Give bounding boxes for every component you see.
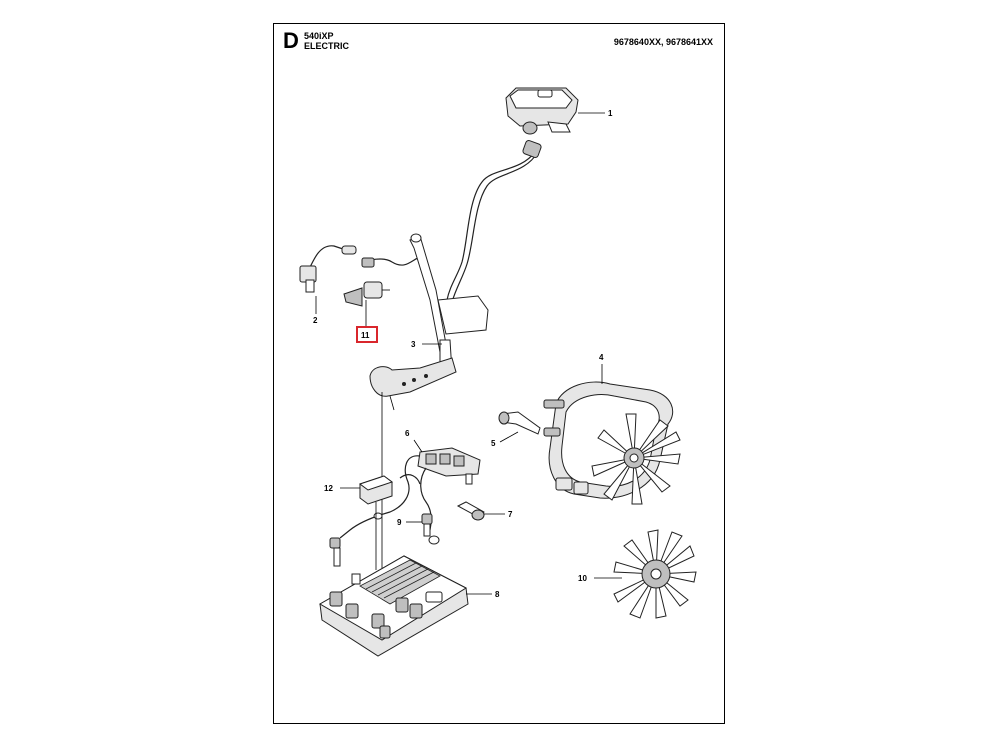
part-5-screw[interactable] <box>498 411 541 435</box>
part-8-control-module[interactable] <box>318 555 469 657</box>
callout-8: 8 <box>495 590 500 599</box>
part-1-switch-housing[interactable] <box>505 87 579 135</box>
section-letter: D <box>283 28 299 53</box>
section-title: ELECTRIC <box>304 41 349 51</box>
wire-harness <box>446 140 542 303</box>
part-9-terminal-screw[interactable] <box>421 513 440 545</box>
part-numbers: 9678640XX, 9678641XX <box>613 37 713 47</box>
callout-2: 2 <box>313 316 318 325</box>
part-4-stator[interactable] <box>543 381 681 505</box>
callout-9: 9 <box>397 518 402 527</box>
callout-12: 12 <box>324 484 333 493</box>
part-2-switch-connector[interactable] <box>299 245 419 307</box>
part-3-bracket[interactable] <box>369 233 489 411</box>
part-10-fan[interactable] <box>613 529 697 619</box>
callout-10: 10 <box>578 574 587 583</box>
callout-11-highlight <box>356 326 378 343</box>
part-6-connector-block[interactable] <box>329 447 481 567</box>
callout-3: 3 <box>411 340 416 349</box>
callout-1: 1 <box>608 109 613 118</box>
callout-4: 4 <box>599 353 604 362</box>
leader-6 <box>413 439 423 453</box>
leader-5 <box>499 431 519 443</box>
callout-7: 7 <box>508 510 513 519</box>
part-7-screw[interactable] <box>456 501 485 521</box>
callout-6: 6 <box>405 429 410 438</box>
part-12-block[interactable] <box>358 475 394 505</box>
callout-11[interactable]: 11 <box>361 331 370 340</box>
model-name: 540iXP <box>304 31 334 41</box>
callout-5: 5 <box>491 439 496 448</box>
